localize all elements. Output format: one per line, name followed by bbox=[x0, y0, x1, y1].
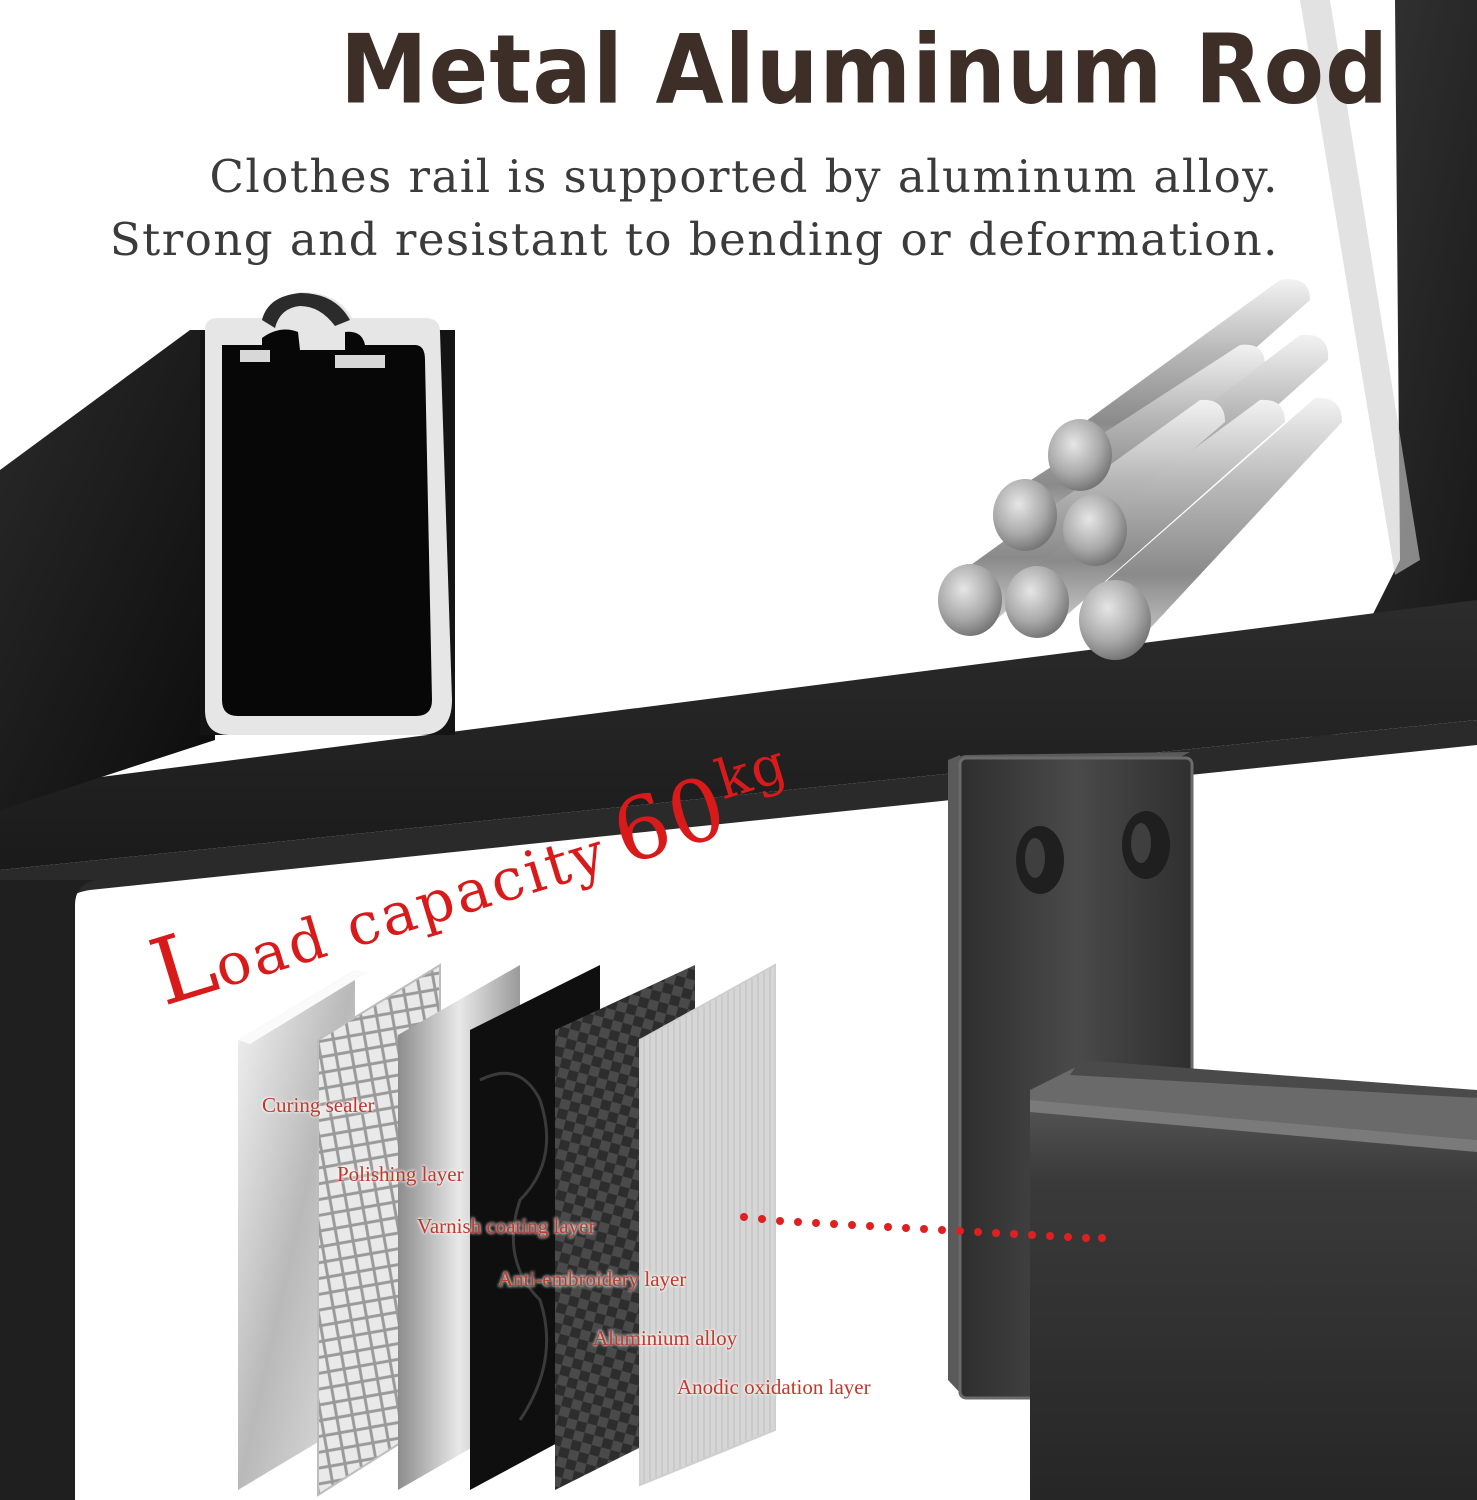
layer-label-polishing-layer: Polishing layer bbox=[337, 1162, 464, 1186]
description-line-1: Clothes rail is supported by aluminum al… bbox=[209, 150, 1279, 203]
material-layers bbox=[238, 963, 776, 1497]
diagonal-band bbox=[0, 600, 1477, 870]
layer-label-anodic-oxidation: Anodic oxidation layer bbox=[677, 1375, 871, 1399]
layer-label-aluminium-alloy: Aluminium alloy bbox=[593, 1326, 738, 1350]
description-line-2: Strong and resistant to bending or defor… bbox=[109, 213, 1279, 266]
layer-label-anti-embroidery: Anti-embroidery layer bbox=[498, 1267, 687, 1291]
pointer-dots bbox=[740, 1213, 1106, 1242]
wall-bracket bbox=[948, 752, 1477, 1500]
headline: Metal Aluminum Rod bbox=[340, 14, 1390, 126]
steel-rods-bundle bbox=[938, 279, 1342, 660]
top-right-frame bbox=[1300, 0, 1477, 760]
layer-label-varnish-coating: Varnish coating layer bbox=[417, 1214, 596, 1238]
layer-label-curing-sealer: Curing sealer bbox=[262, 1093, 375, 1117]
aluminum-rail-profile bbox=[0, 292, 455, 810]
